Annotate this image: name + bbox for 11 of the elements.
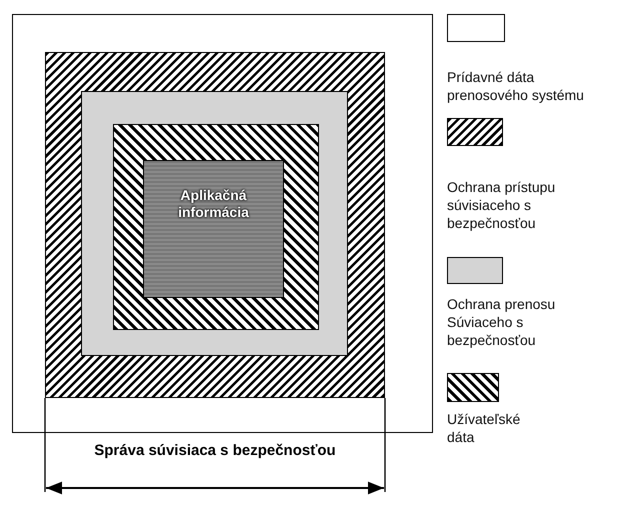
- application-info-box: [143, 160, 284, 298]
- user-data-frame: [112, 124, 318, 330]
- transfer-protection-frame: [81, 91, 348, 356]
- dimension-label: Správa súvisiaca s bezpečnosťou: [93, 442, 337, 459]
- legend-text: Prídavné dáta prenosového systému: [447, 68, 585, 104]
- legend-text: Užívateľské dáta: [447, 410, 522, 446]
- legend-text: Ochrana prístupu súvisiaceho s bezpečnosťou: [447, 178, 556, 232]
- legend-text: Ochrana prenosu Súviaceho s bezpečnosťou: [447, 295, 556, 349]
- box-label: Aplikačná informácia: [177, 187, 250, 221]
- outer-box: [12, 14, 433, 433]
- access-protection-frame: [44, 52, 384, 398]
